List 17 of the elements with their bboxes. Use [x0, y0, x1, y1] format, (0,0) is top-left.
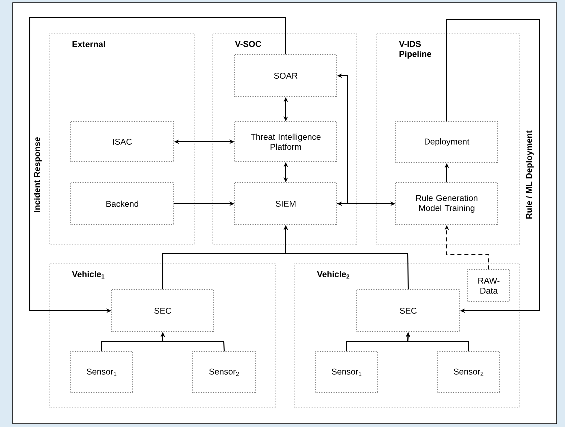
process-box: Sensor$_{1}$ [316, 352, 378, 394]
edge-label: Rule / ML Deployment [525, 130, 535, 220]
process-box: SIEM [234, 182, 338, 226]
edge-label: Incident Response [33, 136, 43, 214]
arrow [446, 20, 540, 314]
process-box: Sensor$_{2}$ [192, 352, 256, 394]
process-box: SEC [356, 290, 460, 332]
process-box: ISAC [70, 122, 174, 162]
process-box: Sensor$_{1}$ [70, 352, 134, 394]
process-box: SEC [112, 290, 214, 332]
process-box: Deployment [396, 122, 498, 164]
process-box: Threat Intelligence Platform [234, 122, 338, 162]
process-box: SOAR [234, 54, 338, 98]
data-box: RAW-Data [468, 270, 510, 302]
process-box: Rule Generation Model Training [396, 182, 498, 226]
process-box: Backend [70, 182, 174, 226]
process-box: Sensor$_{2}$ [438, 352, 500, 394]
